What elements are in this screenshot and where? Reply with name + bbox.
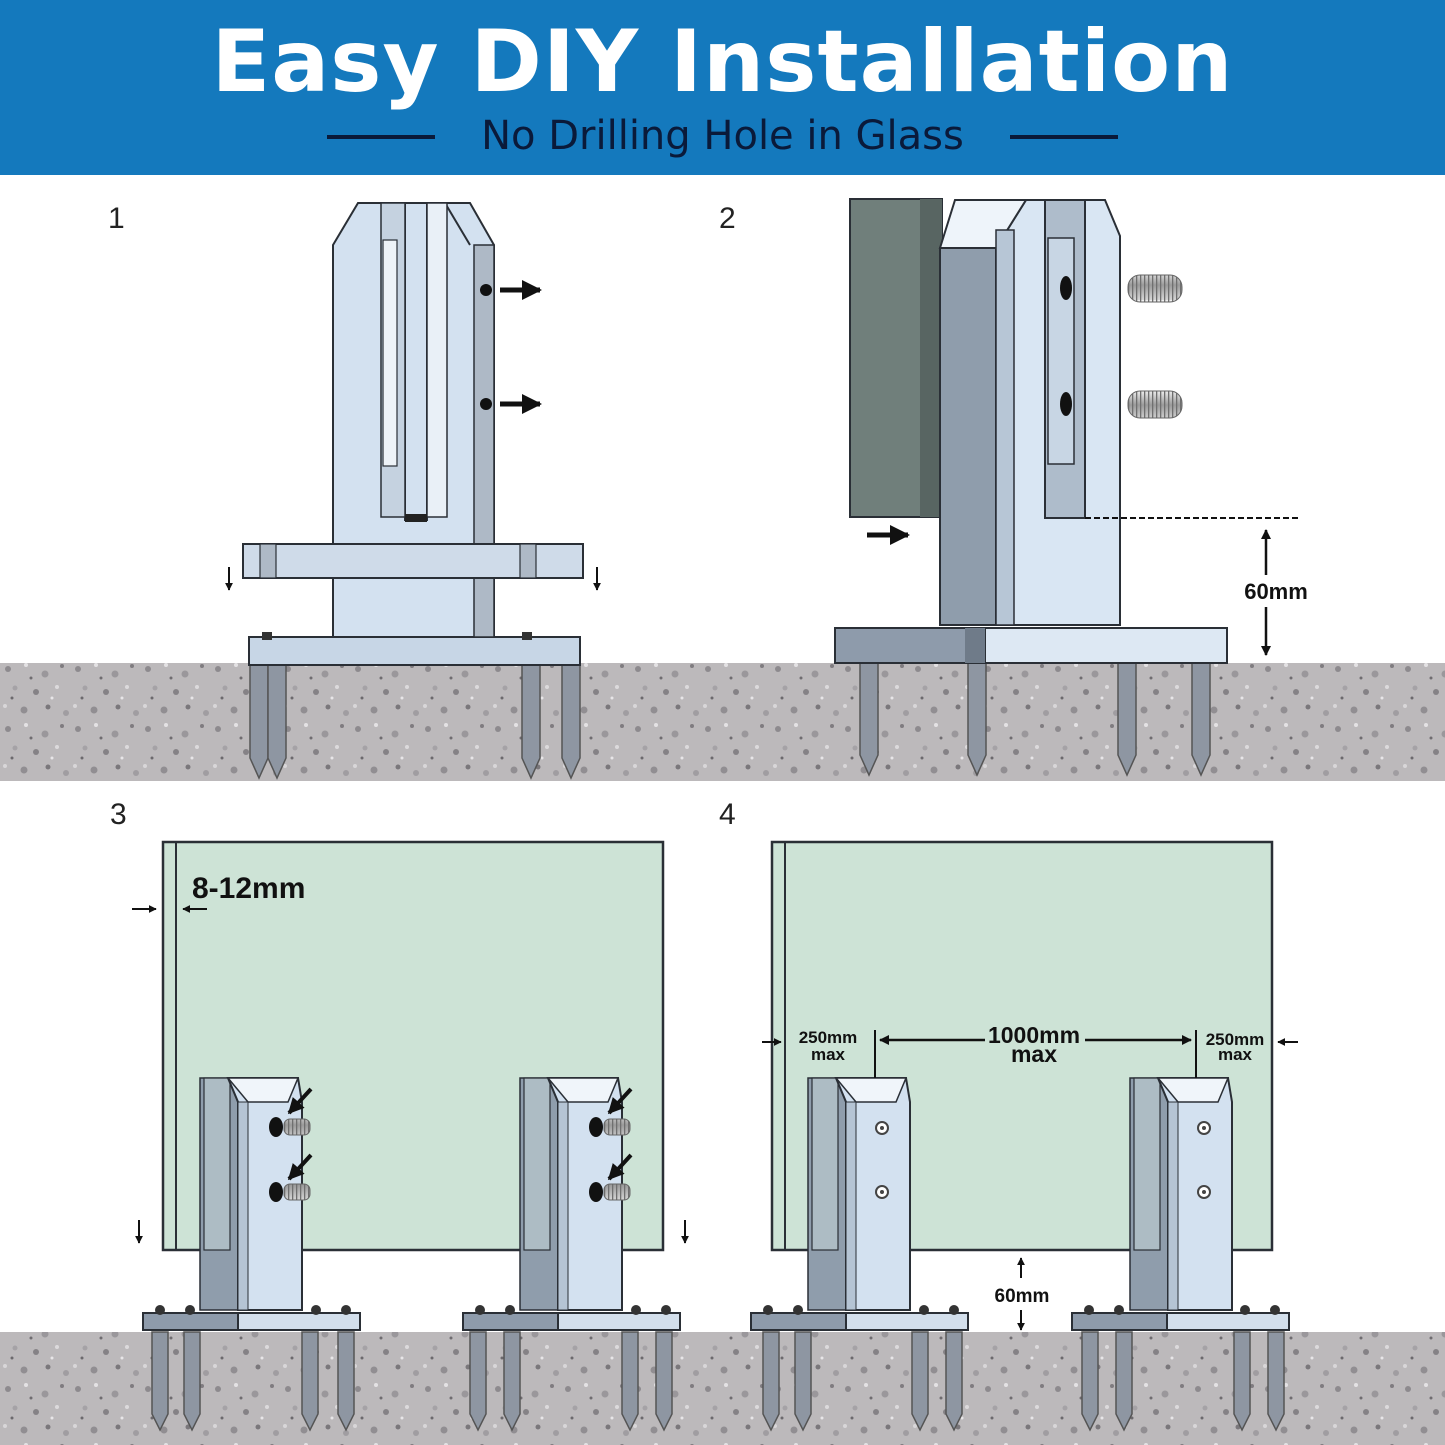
grub-screw (1127, 274, 1183, 303)
spigot-clamp (750, 1077, 969, 1331)
spigot-clamp (1071, 1077, 1290, 1331)
glass-height-dimension: 60mm (1244, 579, 1308, 604)
floor-gap-dimension: 60mm (995, 1286, 1050, 1307)
step-2-number: 2 (719, 202, 736, 235)
subtitle-rule-left (327, 135, 435, 139)
anchor-bolts (151, 1331, 673, 1432)
post-spacing-max: max (1011, 1041, 1057, 1067)
edge-distance-right-max: max (1218, 1045, 1253, 1064)
step-3-number: 3 (110, 798, 127, 831)
concrete-floor (0, 663, 722, 781)
step-2-panel: 2 (719, 198, 1445, 781)
concrete-floor (722, 663, 1445, 781)
edge-distance-right: 250mm (1206, 1030, 1265, 1049)
grub-screw (1127, 390, 1183, 419)
step-4-number: 4 (719, 798, 736, 831)
step-1-number: 1 (108, 202, 125, 235)
anchor-bolts (859, 662, 1211, 777)
step-3-panel: 3 8-12mm (0, 798, 722, 1445)
spigot-clamp (142, 1077, 361, 1331)
step-1-panel: 1 (0, 202, 722, 781)
anchor-bolts (249, 662, 581, 780)
post-spacing: 1000mm (988, 1022, 1080, 1048)
spigot-clamp (462, 1077, 681, 1331)
step-4-panel: 4 (719, 798, 1445, 1445)
subtitle-rule-right (1010, 135, 1118, 139)
edge-distance-left-max: max (811, 1045, 846, 1064)
concrete-floor (0, 1332, 722, 1445)
glass-thickness-dimension: 8-12mm (192, 872, 305, 905)
anchor-bolts (762, 1331, 1285, 1432)
header-banner: Easy DIY Installation No Drilling Hole i… (0, 0, 1445, 175)
page-subtitle: No Drilling Hole in Glass (481, 113, 964, 159)
page-title: Easy DIY Installation (211, 12, 1234, 112)
base-plate (248, 636, 581, 666)
edge-distance-left: 250mm (799, 1028, 858, 1047)
